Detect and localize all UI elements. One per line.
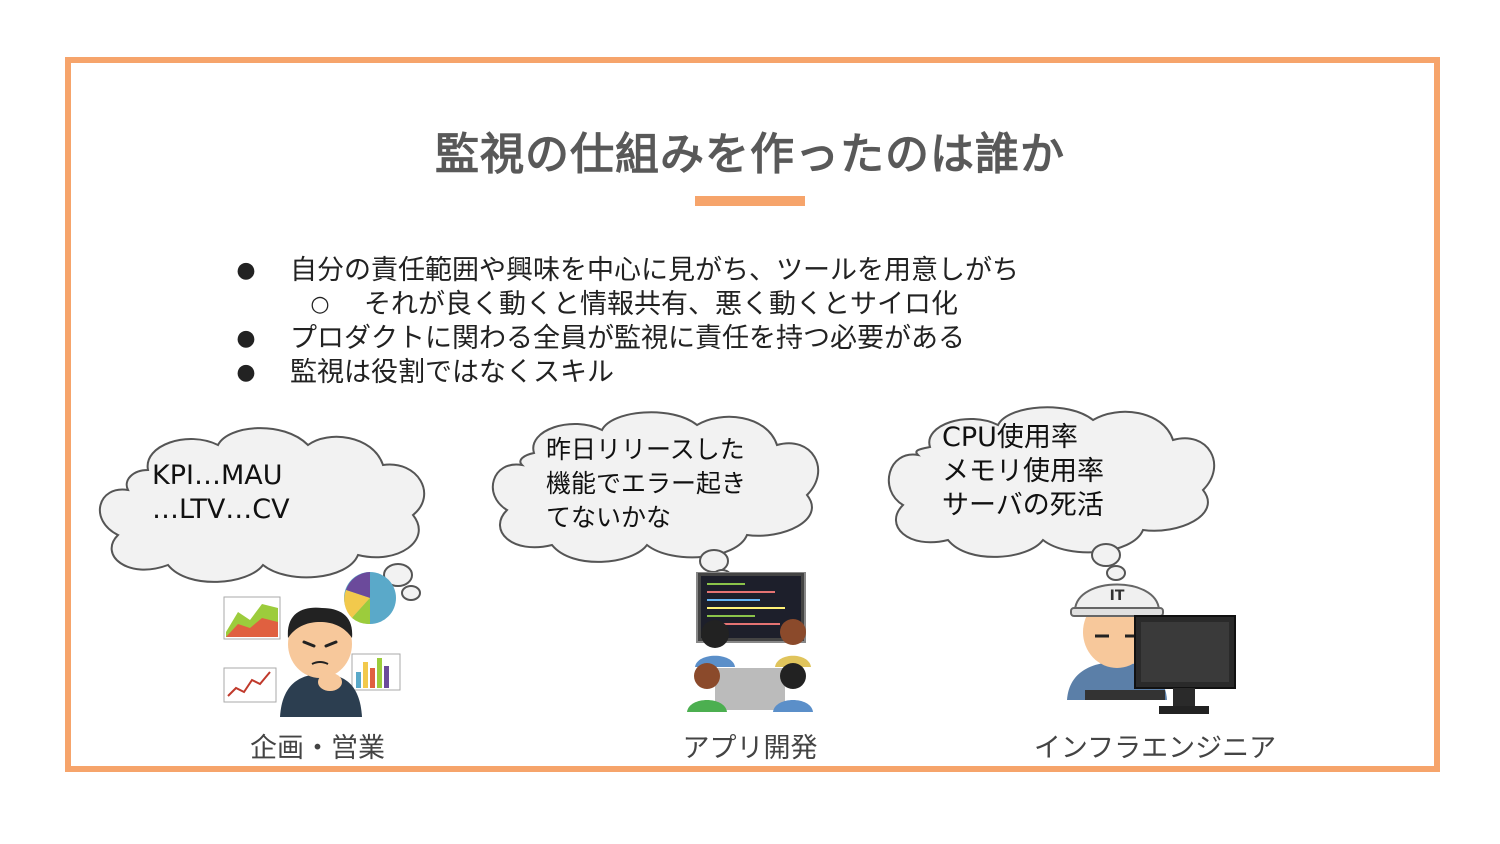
slide-title: 監視の仕組みを作ったのは誰か (435, 129, 1065, 180)
thought-cloud-developer: 昨日リリースした 機能でエラー起き てないかな (482, 405, 832, 585)
thought-line: CPU使用率 (942, 422, 1078, 453)
thought-line: …LTV…CV (152, 494, 290, 525)
thought-line: サーバの死活 (942, 490, 1104, 521)
role-label-developer: アプリ開発 (682, 733, 818, 764)
slide-frame (65, 57, 1440, 772)
title-underline (695, 196, 805, 206)
developers-at-screen-icon (685, 571, 815, 717)
role-label-infra: インフラエンジニア (1033, 733, 1277, 764)
bullet-text: 監視は役割ではなくスキル (290, 357, 614, 388)
thought-cloud-shape (99, 427, 426, 601)
thought-line: てないかな (546, 503, 672, 532)
helmet-label: IT (1110, 588, 1125, 604)
thought-cloud-shape (887, 406, 1216, 581)
bullet-marker: ● (236, 258, 256, 283)
thought-line: 昨日リリースした (546, 435, 745, 464)
bullet-marker: ○ (310, 292, 330, 317)
bullet-text: それが良く動くと情報共有、悪く動くとサイロ化 (364, 289, 958, 320)
bullet-text: プロダクトに関わる全員が監視に責任を持つ必要がある (290, 323, 965, 354)
infra-engineer-helmet-icon: IT (1065, 570, 1240, 718)
thought-cloud-planner: KPI…MAU …LTV…CV (88, 415, 438, 605)
role-label-planner: 企画・営業 (250, 733, 385, 764)
thought-line: KPI…MAU (152, 460, 283, 491)
planner-with-charts-icon (222, 572, 402, 717)
thought-line: メモリ使用率 (942, 456, 1104, 487)
bullet-marker: ● (236, 326, 256, 351)
bullet-text: 自分の責任範囲や興味を中心に見がち、ツールを用意しがち (290, 255, 1019, 286)
thought-line: 機能でエラー起き (546, 469, 747, 498)
thought-cloud-infra: CPU使用率 メモリ使用率 サーバの死活 (878, 395, 1228, 585)
bullet-marker: ● (236, 360, 256, 385)
